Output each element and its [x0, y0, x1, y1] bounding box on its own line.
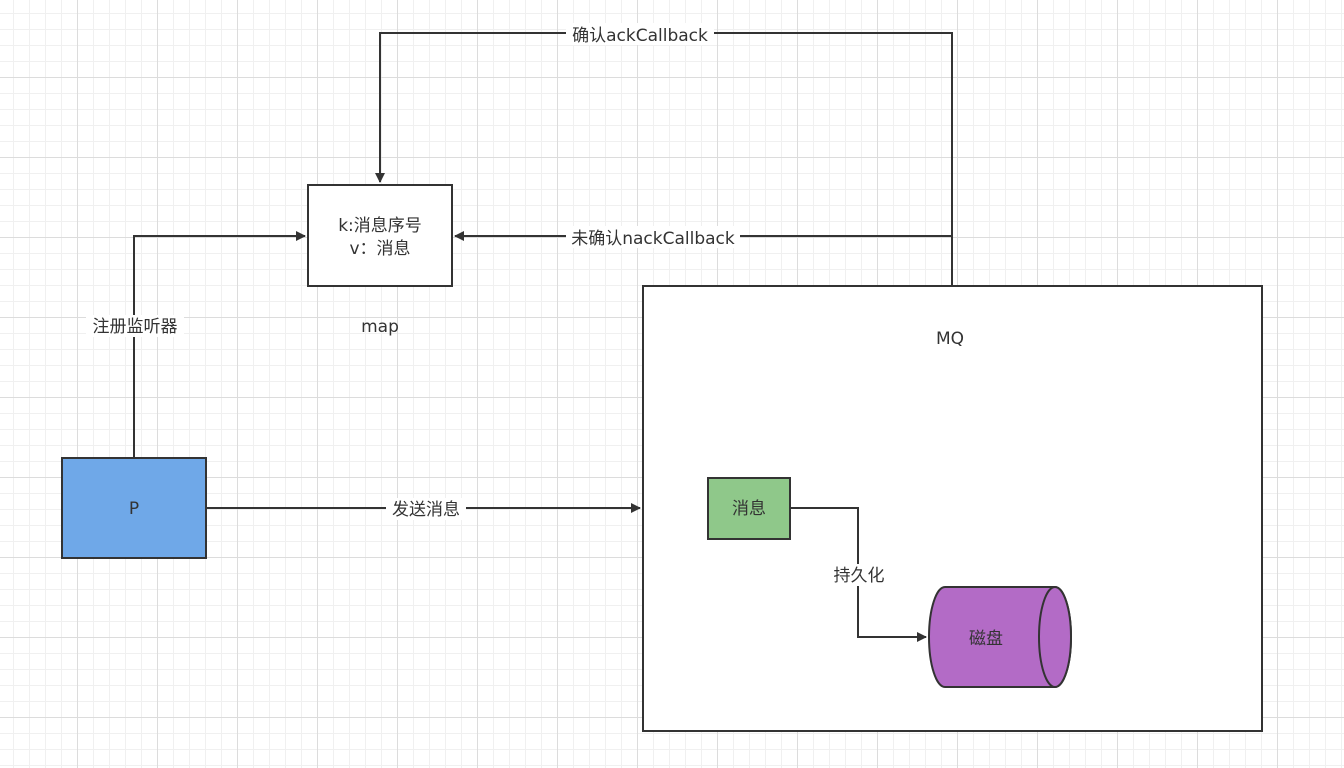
send-edge-label: 发送消息 — [392, 500, 460, 520]
register-edge-label: 注册监听器 — [93, 317, 178, 337]
disk-label: 磁盘 — [969, 629, 1003, 649]
send-edge: 发送消息 — [207, 498, 641, 520]
message-label: 消息 — [732, 499, 766, 519]
mq-label: MQ — [936, 329, 964, 349]
map-node[interactable]: k:消息序号 v：消息 — [307, 184, 453, 287]
disk-node[interactable]: 磁盘 — [928, 586, 1072, 688]
ack-edge-label: 确认ackCallback — [572, 26, 708, 46]
nack-edge-label: 未确认nackCallback — [571, 229, 735, 249]
ack-edge: 确认ackCallback — [375, 23, 953, 286]
persist-edge-label: 持久化 — [834, 566, 885, 586]
map-value-text: v：消息 — [349, 239, 410, 259]
persist-edge: 持久化 — [791, 507, 927, 642]
map-key-text: k:消息序号 — [338, 216, 422, 236]
producer-node[interactable]: P — [61, 457, 207, 559]
producer-label: P — [129, 499, 139, 519]
message-node[interactable]: 消息 — [707, 477, 791, 540]
map-caption: map — [361, 317, 399, 337]
nack-edge: 未确认nackCallback — [454, 226, 953, 286]
register-edge: 注册监听器 — [86, 231, 306, 457]
